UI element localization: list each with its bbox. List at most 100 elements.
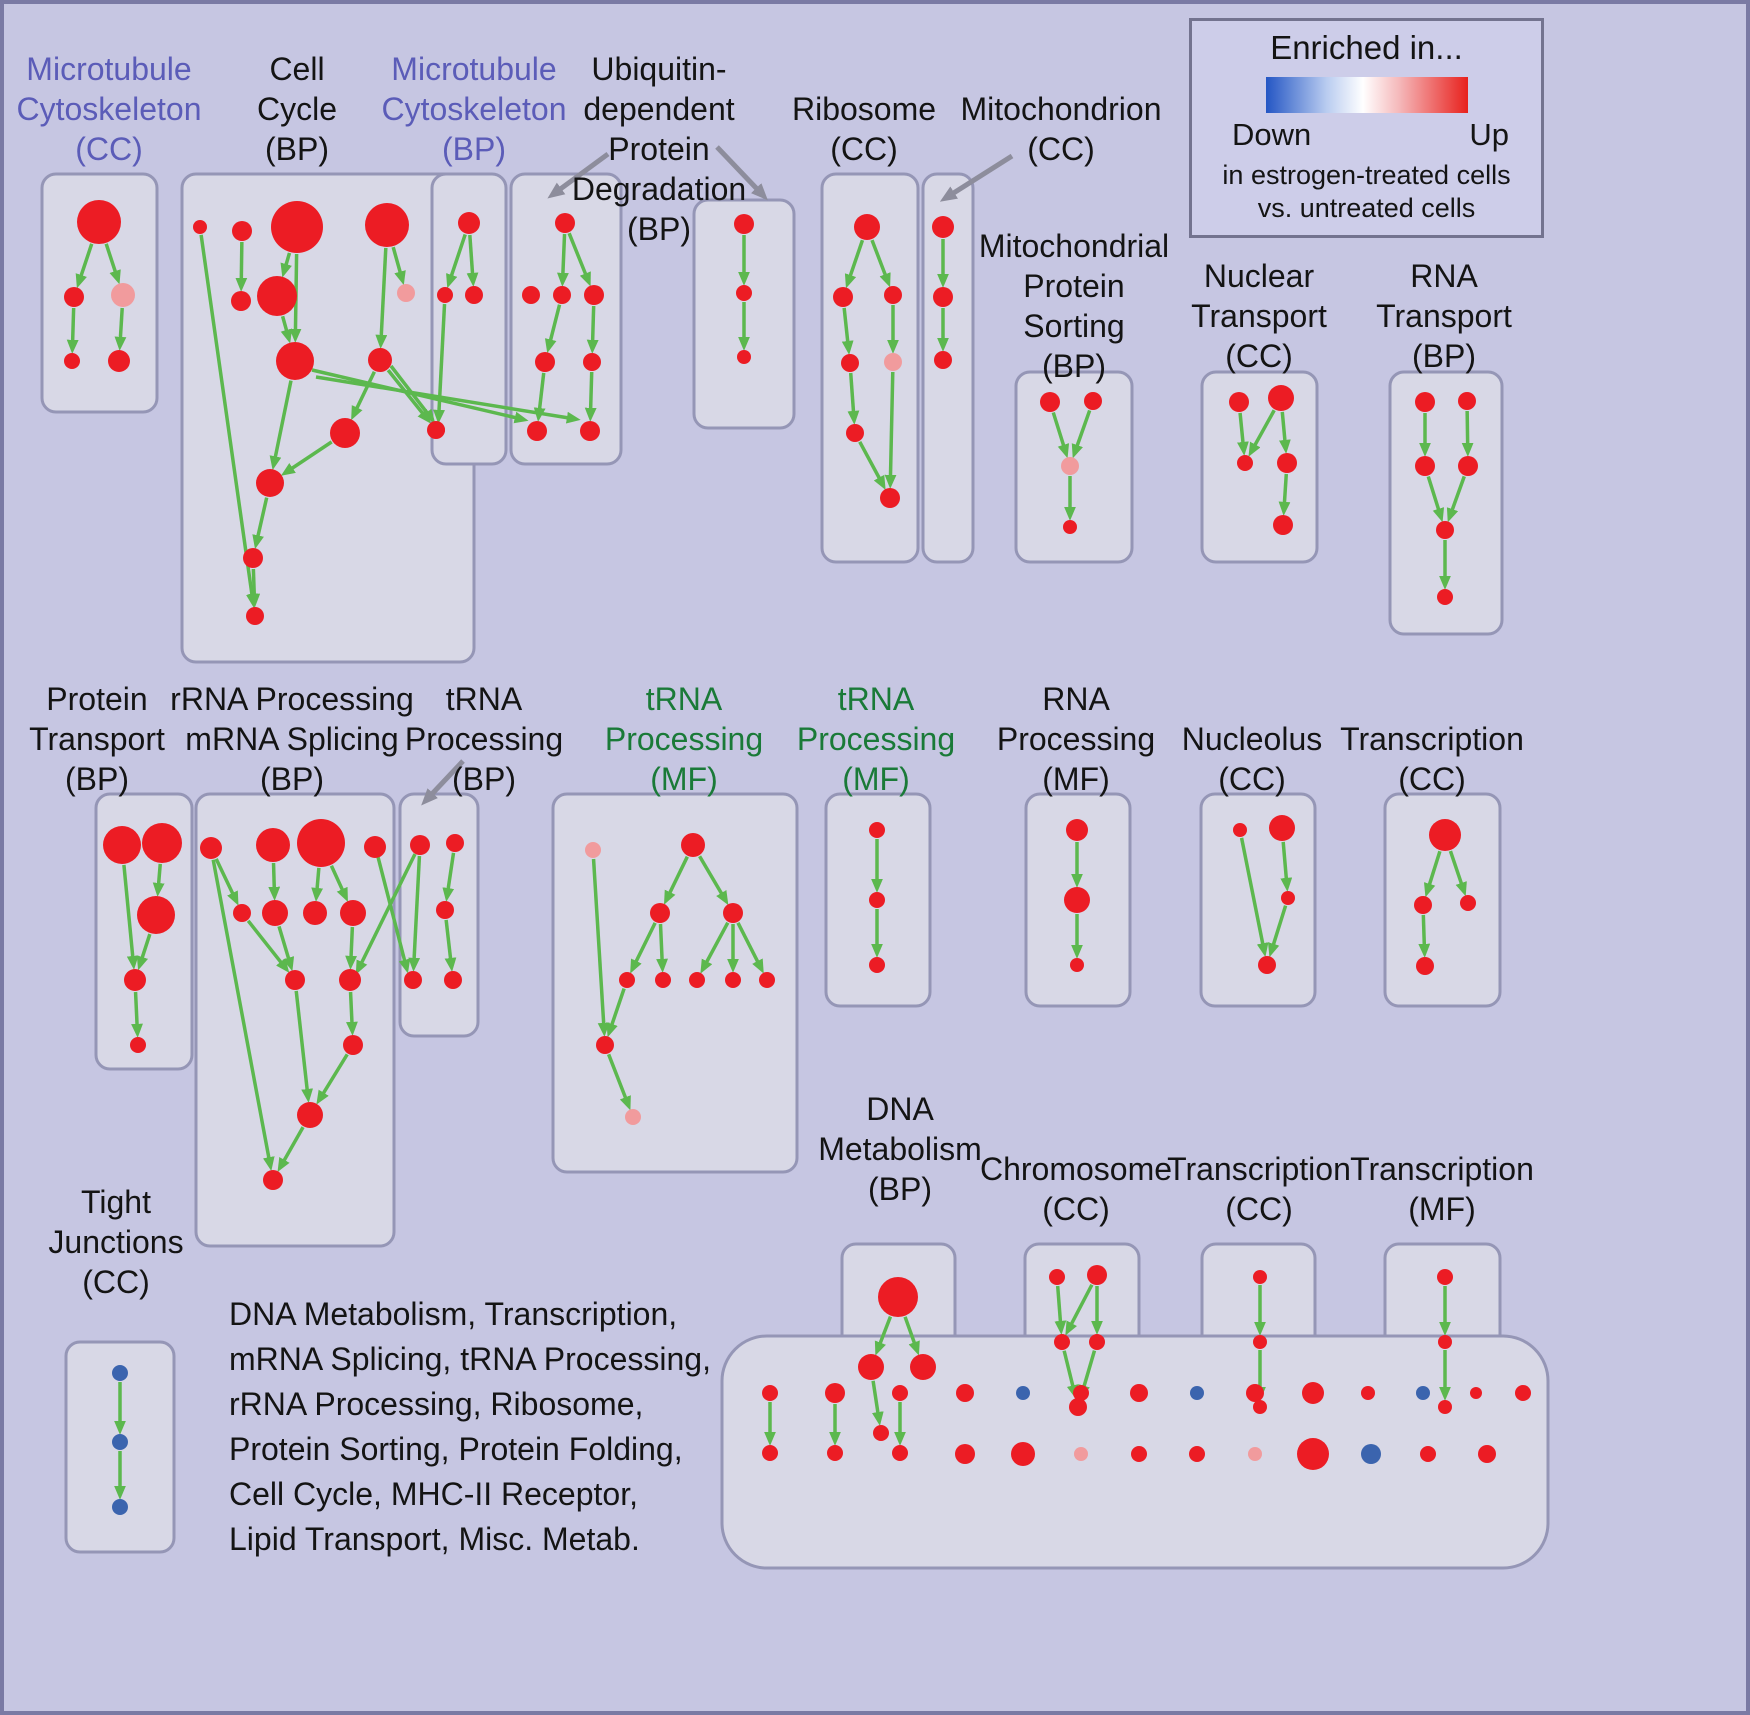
gene-node-transcription-cc-2 [1253, 1270, 1267, 1284]
label-callout-arrow [939, 153, 1014, 202]
edge-arrow [1051, 411, 1070, 459]
gene-node-misc-box [762, 1445, 778, 1461]
gene-node-ubiquitin-bp [522, 286, 540, 304]
legend-downup: Down Up [1192, 117, 1541, 153]
gene-node-cell-cycle [256, 469, 284, 497]
gene-node-misc-box [955, 1444, 975, 1464]
legend-up-label: Up [1469, 117, 1509, 152]
legend-gradient-bar [1265, 77, 1468, 113]
gene-node-trna-mf-2 [869, 957, 885, 973]
gene-node-ubiquitin-bp-2 [737, 350, 751, 364]
gene-node-transcription-cc-1 [1460, 895, 1476, 911]
gene-node-cell-cycle [193, 220, 207, 234]
gene-node-microtubule-bp [465, 286, 483, 304]
label-callout-arrow [421, 759, 465, 806]
edge-arrow [1237, 412, 1249, 456]
gene-node-trna-mf-1 [725, 972, 741, 988]
cross-cluster-edge-arrow [315, 375, 581, 424]
cluster-box-trna-mf-1 [551, 792, 799, 1174]
gene-node-ribosome-cc [846, 424, 864, 442]
misc-categories-note-line: mRNA Splicing, tRNA Processing, [229, 1341, 711, 1377]
edge-arrow [444, 919, 457, 972]
misc-categories-note-line: Protein Sorting, Protein Folding, [229, 1431, 683, 1467]
gene-node-ribosome-cc [880, 488, 900, 508]
gene-node-microtubule-bp [437, 287, 453, 303]
edge-arrow [75, 243, 94, 289]
edge-arrow [1423, 850, 1442, 898]
gene-node-misc-box [1073, 1385, 1089, 1401]
gene-node-misc-box [1248, 1447, 1262, 1461]
edge-arrow [858, 440, 886, 490]
gene-node-nucleolus-cc [1281, 891, 1295, 905]
gene-node-transcription-cc-1 [1414, 896, 1432, 914]
gene-node-mitochondrion-cc [934, 351, 952, 369]
gene-node-ubiquitin-bp [580, 421, 600, 441]
edge-arrow [375, 247, 388, 349]
edge-arrow [1448, 850, 1467, 897]
edge-arrow [584, 371, 597, 422]
edge-arrow [311, 867, 324, 902]
edge-arrow [136, 933, 152, 971]
edge-arrow [252, 497, 269, 550]
cross-cluster-edge-arrow [355, 853, 417, 975]
gene-node-trna-mf-1 [759, 972, 775, 988]
gene-node-transcription-mf [1437, 1269, 1453, 1285]
gene-node-nuclear-transport [1273, 515, 1293, 535]
edge-arrow [280, 315, 293, 344]
edge-arrow [152, 863, 165, 897]
gene-node-nucleolus-cc [1233, 823, 1247, 837]
cluster-box-microtubule-bp [430, 172, 508, 466]
gene-node-ribosome-cc [841, 354, 859, 372]
edge-arrow [199, 234, 258, 608]
gene-node-rna-processing-mf [1064, 887, 1090, 913]
edge-arrow [736, 922, 764, 974]
gene-node-ubiquitin-bp [584, 285, 604, 305]
gene-node-chromosome-cc [1049, 1269, 1065, 1285]
misc-categories-note-line: Cell Cycle, MHC-II Receptor, [229, 1476, 638, 1512]
network-figure [40, 145, 1550, 1570]
gene-node-dna-metabolism [873, 1425, 889, 1441]
edge-arrow [1426, 475, 1445, 523]
gene-node-rna-transport [1415, 392, 1435, 412]
edge-arrow [280, 252, 292, 278]
gene-node-tight-junctions [112, 1434, 128, 1450]
gene-node-mitochondrion-cc [933, 287, 953, 307]
misc-categories-note-line: rRNA Processing, Ribosome, [229, 1386, 644, 1422]
gene-node-misc-box [956, 1384, 974, 1402]
edge-arrow [606, 987, 626, 1038]
gene-node-cell-cycle [397, 284, 415, 302]
misc-categories-note-line: Lipid Transport, Misc. Metab. [229, 1521, 640, 1557]
edge-arrow [1267, 905, 1288, 958]
gene-node-misc-box [1016, 1386, 1030, 1400]
gene-node-ribosome-cc [833, 287, 853, 307]
gene-node-misc-box [1361, 1444, 1381, 1464]
gene-node-trna-mf-1 [655, 972, 671, 988]
edge-arrow [700, 921, 730, 974]
gene-node-cell-cycle [257, 276, 297, 316]
legend-title: Enriched in... [1270, 29, 1463, 66]
edge-arrow [1054, 1285, 1067, 1335]
gene-node-mito-protein-sorting [1084, 392, 1102, 410]
edge-arrow [903, 1316, 920, 1356]
gene-node-rrna-mrna [364, 836, 386, 858]
gene-node-misc-box [1361, 1386, 1375, 1400]
cross-cluster-edge-arrow [389, 364, 436, 424]
edge-arrow [847, 372, 860, 425]
gene-node-chromosome-cc [1069, 1398, 1087, 1416]
edge-arrow [246, 919, 290, 973]
gene-node-misc-box [1420, 1446, 1436, 1462]
edge-arrow [269, 380, 293, 471]
gene-node-chromosome-cc [1087, 1265, 1107, 1285]
edge-arrow [114, 307, 127, 351]
gene-node-nuclear-transport [1277, 453, 1297, 473]
gene-node-protein-transport [142, 823, 182, 863]
edge-arrow [351, 370, 376, 421]
gene-node-rna-processing-mf [1070, 958, 1084, 972]
gene-node-misc-box [1416, 1386, 1430, 1400]
gene-node-transcription-cc-1 [1429, 819, 1461, 851]
gene-node-transcription-mf [1438, 1400, 1452, 1414]
edge-arrow [1078, 1350, 1097, 1400]
edge-arrow [557, 233, 569, 287]
gene-node-trna-bp [436, 901, 454, 919]
gene-node-rna-transport [1458, 392, 1476, 410]
